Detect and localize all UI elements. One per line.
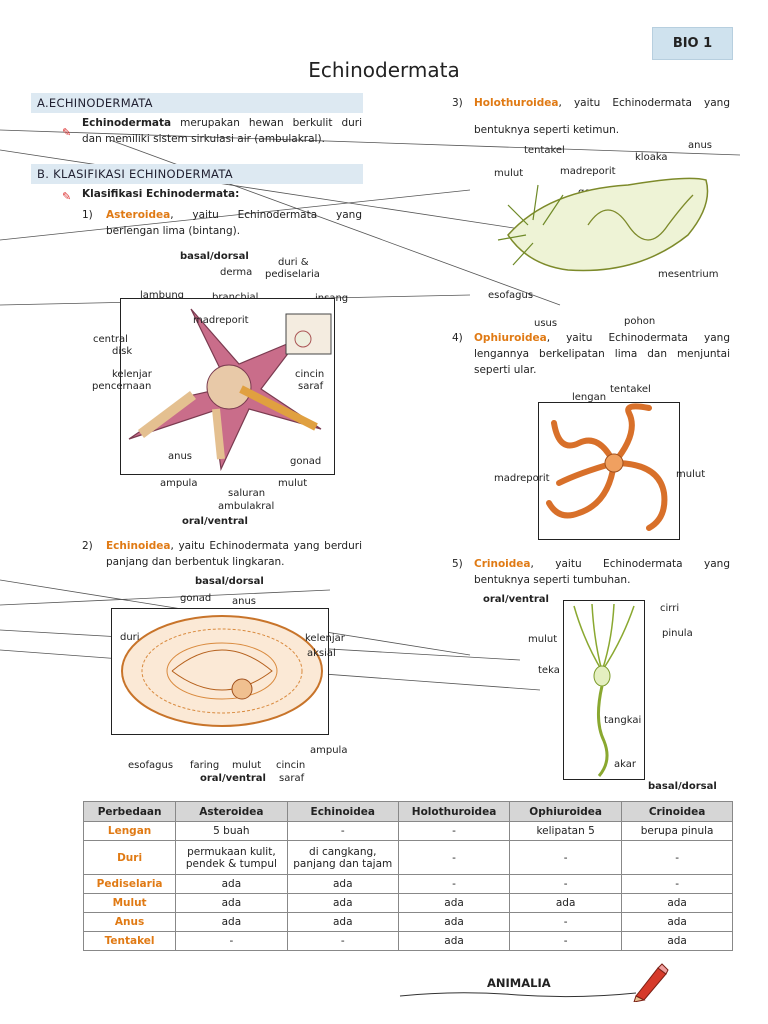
label-madreporit: madreporit	[193, 315, 249, 326]
label-gonad: gonad	[290, 456, 322, 467]
label-tangkai: tangkai	[604, 715, 642, 726]
table-header: Perbedaan	[82, 801, 177, 822]
asteroidea-bottom-label: oral/ventral	[182, 516, 248, 527]
label-teka: teka	[538, 665, 560, 676]
label-anus: anus	[688, 140, 713, 151]
label-cincin: cincin	[295, 369, 325, 380]
pencil-bullet-icon: ✎	[62, 190, 72, 203]
table-row: Duri permukaan kulit, pendek & tumpul di…	[82, 840, 733, 875]
pencil-bullet-icon: ✎	[62, 126, 72, 139]
label-lengan: lengan	[572, 392, 607, 403]
table-header-row: Perbedaan Asteroidea Echinoidea Holothur…	[82, 801, 733, 822]
crinoidea-top-label: oral/ventral	[483, 594, 549, 605]
class-asteroidea: 1) Asteroidea, yaitu Echinodermata yang …	[82, 209, 362, 237]
label-akar: akar	[614, 759, 636, 770]
label-mulut: mulut	[494, 168, 524, 179]
ophiuroidea-figure	[538, 402, 680, 540]
asteroidea-top-label: basal/dorsal	[180, 251, 249, 262]
label-anus: anus	[168, 451, 193, 462]
table-header: Asteroidea	[175, 801, 288, 822]
section-a-heading: A.ECHINODERMATA	[31, 93, 363, 113]
label-duri: duri &	[278, 257, 309, 268]
section-a-text: Echinodermata merupakan hewan berkulit d…	[82, 117, 362, 145]
label-anus: anus	[232, 596, 257, 607]
comparison-table: Perbedaan Asteroidea Echinoidea Holothur…	[82, 801, 733, 951]
echinoidea-figure	[111, 608, 329, 735]
page-title: Echinodermata	[308, 58, 460, 82]
label-saraf: saraf	[298, 381, 324, 392]
page-badge: BIO 1	[652, 27, 733, 60]
label-kelenjar: kelenjar	[305, 633, 345, 644]
label-tentakel: tentakel	[610, 384, 651, 395]
label-kloaka: kloaka	[635, 152, 668, 163]
label-kelenjar: kelenjar	[112, 369, 152, 380]
table-row: Mulut ada ada ada ada ada	[82, 893, 733, 913]
label-saluran: saluran	[228, 488, 266, 499]
label-mesentrium: mesentrium	[658, 269, 719, 280]
class-ophiuroidea: 4) Ophiuroidea, yaitu Echinodermata yang…	[452, 332, 730, 376]
label-pediselaria: pediselaria	[265, 269, 320, 280]
table-header: Crinoidea	[621, 801, 733, 822]
table-header: Holothuroidea	[397, 801, 511, 822]
table-row: Tentakel - - ada - ada	[82, 931, 733, 951]
label-disk: disk	[112, 346, 133, 357]
label-gonad: gonad	[180, 593, 212, 604]
table-header: Echinoidea	[286, 801, 399, 822]
echinoidea-top-label: basal/dorsal	[195, 576, 264, 587]
table-header: Ophiuroidea	[509, 801, 623, 822]
class-crinoidea: 5) Crinoidea, yaitu Echinodermata yang b…	[452, 558, 730, 586]
table-row: Lengan 5 buah - - kelipatan 5 berupa pin…	[82, 821, 733, 841]
class-echinoidea: 2) Echinoidea, yaitu Echinodermata yang …	[82, 540, 362, 568]
label-ambulakral: ambulakral	[218, 501, 275, 512]
label-faring: faring	[190, 760, 220, 771]
crinoidea-bottom-label: basal/dorsal	[648, 781, 717, 792]
label-esofagus: esofagus	[128, 760, 174, 771]
label-usus: usus	[534, 318, 558, 329]
table-row: Pediselaria ada ada - - -	[82, 874, 733, 894]
label-madreporit: madreporit	[560, 166, 616, 177]
label-saraf: saraf	[279, 773, 305, 784]
footer-swoosh	[399, 992, 637, 998]
class-holothuroidea: 3) Holothuroidea, yaitu Echinodermata ya…	[452, 97, 730, 136]
label-aksial: aksial	[307, 648, 336, 659]
section-b-subheading: Klasifikasi Echinodermata:	[82, 188, 240, 200]
label-mulut: mulut	[278, 478, 308, 489]
label-cincin: cincin	[276, 760, 306, 771]
holothuroidea-figure	[497, 177, 709, 272]
asteroidea-figure	[120, 298, 335, 475]
label-derma: derma	[220, 267, 253, 278]
label-ampula: ampula	[310, 745, 348, 756]
label-cirri: cirri	[660, 603, 680, 614]
label-central: central	[93, 334, 128, 345]
label-duri: duri	[120, 632, 140, 643]
footer-label: ANIMALIA	[487, 976, 551, 990]
label-madreporit: madreporit	[494, 473, 550, 484]
label-mulut: mulut	[232, 760, 262, 771]
pencil-icon	[633, 963, 669, 1002]
label-branchial: branchial	[212, 292, 258, 303]
section-b-heading: B. KLASIFIKASI ECHINODERMATA	[31, 164, 363, 184]
label-mulut: mulut	[528, 634, 558, 645]
label-mulut: mulut	[676, 469, 706, 480]
label-tentakel: tentakel	[524, 145, 565, 156]
table-row: Anus ada ada ada - ada	[82, 912, 733, 932]
echinoidea-bottom-label: oral/ventral	[200, 773, 266, 784]
label-ampula: ampula	[160, 478, 198, 489]
label-lambung: lambung	[140, 290, 185, 301]
crinoidea-figure	[563, 600, 645, 780]
label-pencernaan: pencernaan	[92, 381, 152, 392]
label-pinula: pinula	[662, 628, 693, 639]
label-pohon: pohon	[624, 316, 656, 327]
label-esofagus: esofagus	[488, 290, 534, 301]
